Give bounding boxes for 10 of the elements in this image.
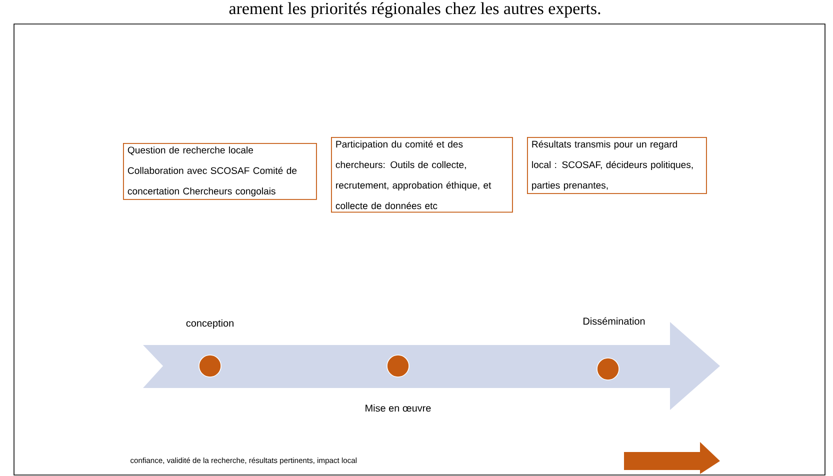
phase-label: Dissémination xyxy=(584,317,645,325)
text-box: Résultats transmis pour un regard local : SCOSAF, décideurs politiques, parties prenantes, xyxy=(527,137,707,194)
timeline-dot xyxy=(198,354,222,378)
text-box: Question de recherche locale Collaboration avec SCOSAF Comité de concertation Chercheurs congolais xyxy=(123,143,317,200)
timeline-dot xyxy=(596,358,620,380)
heading-text: arement les priorités régionales chez les autres experts. xyxy=(229,2,600,18)
text-box: Participation du comité et des chercheurs: Outils de collecte, recrutement, approbation éthique, et collecte de données etc xyxy=(331,137,513,213)
phase-label: conception xyxy=(186,319,234,329)
phase-label: Mise en œuvre xyxy=(366,404,431,412)
timeline-dot xyxy=(386,354,410,378)
